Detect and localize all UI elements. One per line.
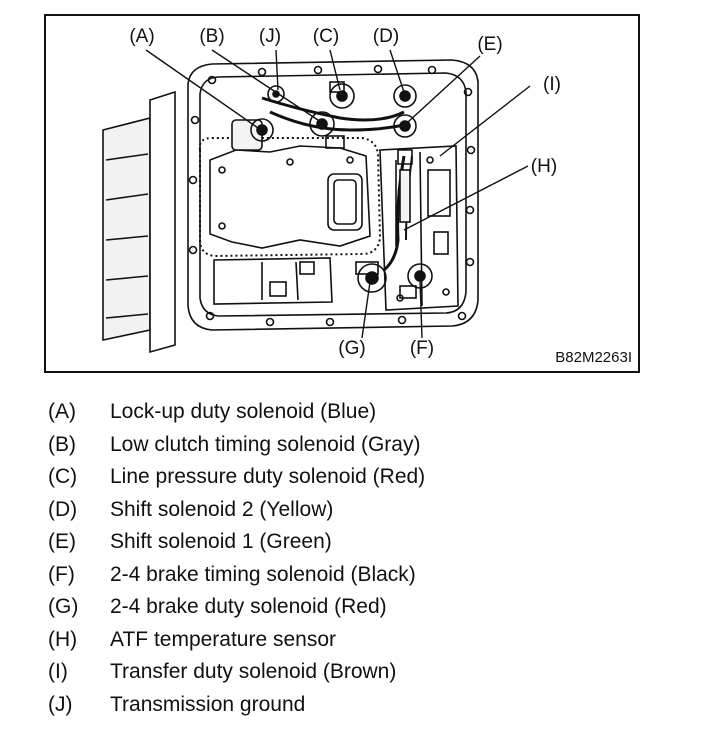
callout-j: (J): [259, 26, 281, 47]
solenoid-g: [355, 261, 387, 293]
solenoid-a: [231, 118, 274, 151]
legend-item: (I) Transfer duty solenoid (Brown): [48, 656, 688, 689]
solenoid-b: [309, 111, 345, 149]
legend: (A) Lock-up duty solenoid (Blue) (B) Low…: [48, 396, 688, 721]
callout-e: (E): [477, 34, 502, 55]
legend-text: 2-4 brake timing solenoid (Black): [110, 562, 416, 586]
callout-f: (F): [410, 338, 434, 359]
callout-a: (A): [129, 26, 154, 47]
legend-item: (E) Shift solenoid 1 (Green): [48, 526, 688, 559]
legend-key: (E): [48, 530, 76, 554]
legend-item: (J) Transmission ground: [48, 689, 688, 722]
legend-item: (G) 2-4 brake duty solenoid (Red): [48, 591, 688, 624]
legend-key: (G): [48, 595, 79, 619]
solenoid-c: [329, 81, 355, 109]
legend-key: (A): [48, 400, 76, 424]
legend-text: Lock-up duty solenoid (Blue): [110, 400, 377, 424]
legend-key: (F): [48, 562, 75, 586]
callout-g: (G): [338, 338, 365, 359]
callouts: (A) (B) (J) (C) (D) (E) (I) (H) (G) (F): [129, 26, 561, 359]
legend-item: (H) ATF temperature sensor: [48, 624, 688, 657]
legend-key: (D): [48, 497, 78, 521]
legend-item: (C) Line pressure duty solenoid (Red): [48, 461, 688, 494]
transmission-illustration: [102, 59, 479, 354]
legend-text: ATF temperature sensor: [110, 627, 337, 651]
callout-i: (I): [543, 74, 561, 95]
atf-sensor-h: [399, 169, 411, 223]
legend-item: (D) Shift solenoid 2 (Yellow): [48, 494, 688, 527]
callout-b: (B): [199, 26, 224, 47]
figure-code: B82M2263I: [555, 349, 632, 366]
solenoid-d: [393, 84, 417, 108]
legend-text: Shift solenoid 1 (Green): [110, 530, 332, 554]
legend-key: (I): [48, 660, 68, 684]
legend-text: Transmission ground: [110, 692, 306, 716]
callout-c: (C): [313, 26, 339, 47]
legend-text: Line pressure duty solenoid (Red): [110, 465, 426, 489]
leader-lines: [145, 49, 531, 339]
callout-d: (D): [373, 26, 399, 47]
legend-key: (C): [48, 465, 78, 489]
legend-item: (A) Lock-up duty solenoid (Blue): [48, 396, 688, 429]
legend-text: Low clutch timing solenoid (Gray): [110, 432, 421, 456]
legend-key: (J): [48, 692, 73, 716]
legend-item: (B) Low clutch timing solenoid (Gray): [48, 429, 688, 462]
solenoid-e: [393, 114, 417, 138]
legend-key: (B): [48, 432, 76, 456]
callout-h: (H): [531, 156, 557, 177]
legend-item: (F) 2-4 brake timing solenoid (Black): [48, 559, 688, 592]
legend-text: Shift solenoid 2 (Yellow): [110, 497, 334, 521]
bolt-holes: [188, 64, 476, 327]
legend-key: (H): [48, 627, 78, 651]
legend-text: 2-4 brake duty solenoid (Red): [110, 595, 387, 619]
legend-text: Transfer duty solenoid (Brown): [110, 660, 397, 684]
